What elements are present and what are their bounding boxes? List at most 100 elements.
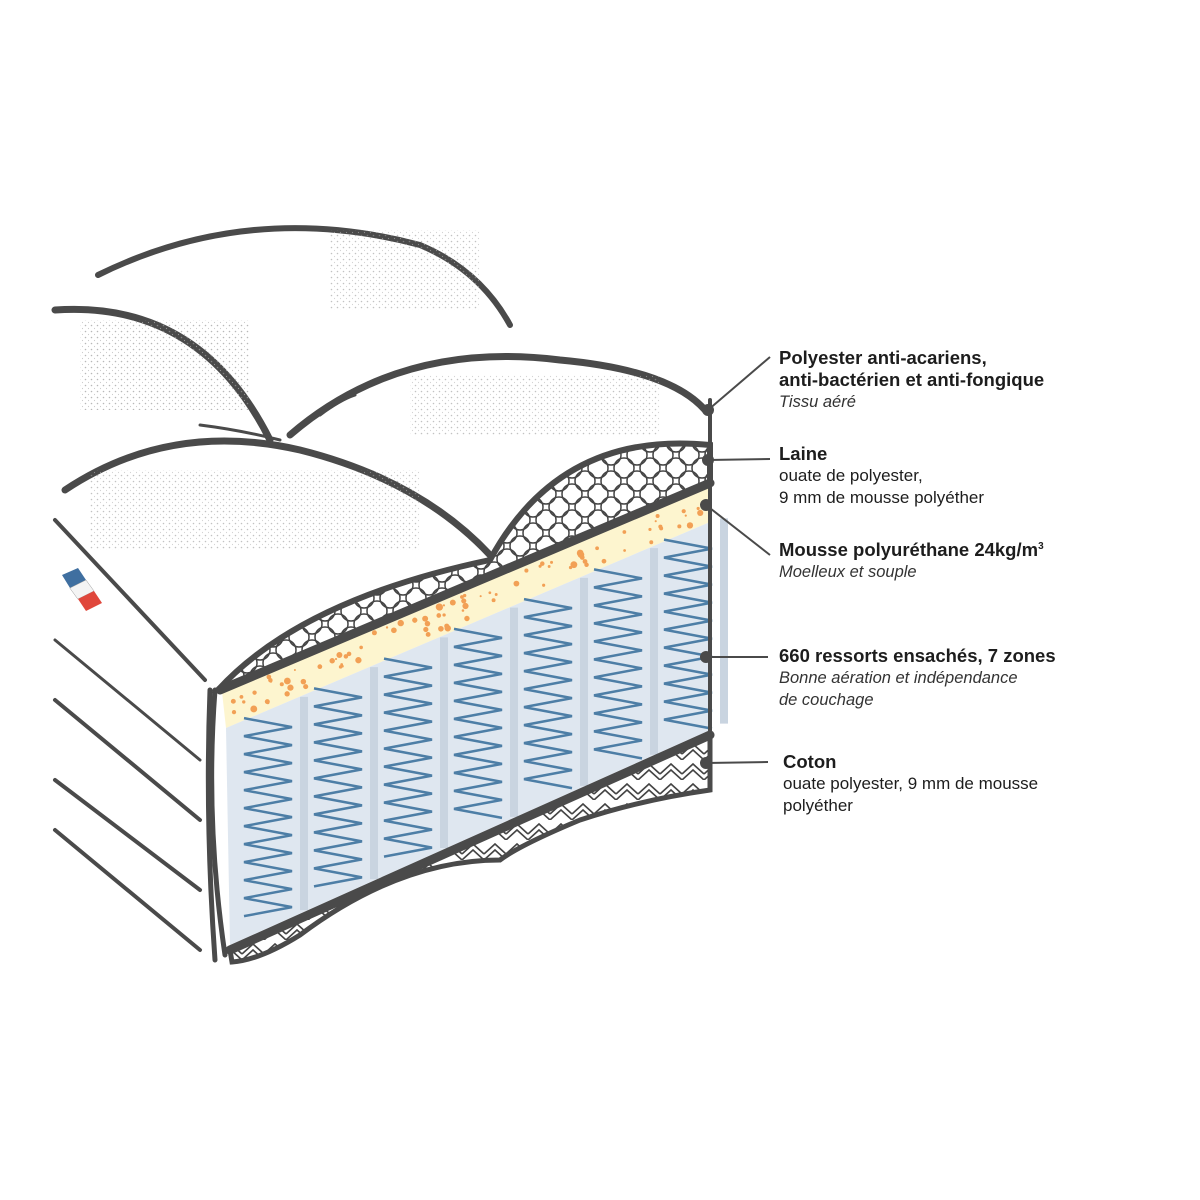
foam-dot [334, 657, 338, 661]
foam-dot [397, 619, 404, 627]
foam-dot [231, 710, 237, 715]
spring-coil [313, 687, 363, 888]
foam-dot [684, 514, 687, 517]
mattress-side [53, 568, 218, 963]
foam-dot [513, 580, 520, 587]
spring-coil [523, 597, 573, 790]
foam-subtitle: Moelleux et souple [779, 563, 917, 582]
laine-line1: ouate de polyester, [779, 466, 923, 485]
foam-dot [524, 568, 529, 573]
cover-title: Polyester anti-acariens, [779, 347, 987, 368]
foam-dot [329, 658, 335, 664]
foam-dot [540, 561, 545, 566]
callout-connectors [700, 356, 771, 769]
foam-dot [681, 509, 686, 514]
foam-dot [584, 562, 589, 568]
foam-dot [595, 546, 599, 551]
foam-dot [686, 522, 694, 529]
foam-dot [355, 657, 362, 664]
cover-title-2: anti-bactérien et anti-fongique [779, 369, 1045, 390]
coton-line1: ouate polyester, 9 mm de mousse [783, 774, 1039, 793]
coton-line2: polyéther [783, 796, 853, 815]
label-coton: Coton ouate polyester, 9 mm de mousse po… [783, 751, 1038, 817]
foam-dot [412, 617, 418, 623]
foam-dot [649, 540, 654, 545]
foam-dot [488, 591, 492, 595]
foam-dot [444, 625, 451, 632]
foam-dot [442, 613, 446, 617]
foam-dot [449, 599, 456, 606]
foam-dot [391, 627, 397, 634]
foam-dot [343, 654, 349, 659]
foam-dot [435, 603, 443, 611]
laine-line2: 9 mm de mousse polyéther [779, 488, 985, 507]
label-foam: Mousse polyuréthane 24kg/m3 Moelleux et … [779, 536, 1044, 583]
foam-dot [283, 677, 291, 685]
foam-dot [422, 615, 429, 622]
springs-title: 660 ressorts ensachés, 7 zones [779, 645, 1056, 666]
foam-dot [284, 691, 290, 697]
foam-dot [648, 527, 652, 532]
foam-dot [464, 615, 470, 622]
foam-dot [279, 682, 284, 687]
foam-dot [293, 668, 296, 671]
foam-dot [359, 645, 363, 650]
foam-dot [336, 652, 343, 658]
top-quilt-layer [211, 440, 713, 693]
label-cover: Polyester anti-acariens, anti-bactérien … [779, 347, 1044, 413]
spring-coil [243, 716, 293, 918]
foam-dot [242, 700, 246, 704]
foam-dot [287, 684, 294, 691]
cover-subtitle: Tissu aéré [779, 393, 856, 411]
foam-dot [659, 526, 664, 531]
foam-dot [300, 678, 307, 685]
foam-dot [423, 626, 429, 633]
foam-dot [385, 626, 389, 629]
foam-dot [346, 651, 352, 657]
mattress-top [51, 225, 709, 682]
foam-dot [250, 705, 258, 713]
foam-dot [494, 593, 498, 596]
laine-title: Laine [779, 443, 828, 464]
foam-dot [479, 595, 482, 598]
foam-dot [371, 630, 377, 636]
foam-dot [338, 665, 343, 669]
foam-dot [462, 602, 469, 610]
foam-dot [317, 664, 323, 670]
foam-dot [654, 520, 657, 523]
foam-dot [424, 620, 431, 627]
foam-title-sup: 3 [1038, 541, 1044, 552]
foam-dot [699, 512, 702, 515]
foam-dot [461, 609, 465, 612]
foam-dot [538, 564, 542, 568]
foam-dot [677, 524, 682, 529]
foam-dot [547, 565, 551, 568]
foam-dot [696, 506, 700, 511]
foam-dot [436, 613, 442, 618]
foam-dot [239, 695, 244, 699]
spring-coil [383, 657, 433, 858]
foam-dot [579, 555, 585, 560]
foam-dot [461, 598, 467, 604]
foam-dot [601, 558, 607, 564]
springs-subtitle-2: de couchage [779, 691, 874, 709]
label-laine: Laine ouate de polyester, 9 mm de mousse… [779, 443, 984, 509]
springs [243, 518, 728, 918]
foam-dot [425, 632, 431, 637]
spring-coil [453, 627, 503, 820]
french-flag-icon [62, 568, 102, 611]
foam-dot [570, 561, 578, 569]
coton-title: Coton [783, 751, 837, 772]
foam-dot [655, 513, 660, 518]
spring-coil [663, 538, 713, 730]
foam-dot [623, 549, 626, 552]
foam-dots [230, 506, 704, 715]
foam-dot [491, 598, 496, 603]
foam-dot [230, 698, 236, 704]
foam-dot [303, 684, 309, 690]
foam-dot [266, 701, 270, 705]
foam-dot [550, 560, 554, 564]
foam-dot [542, 583, 546, 587]
